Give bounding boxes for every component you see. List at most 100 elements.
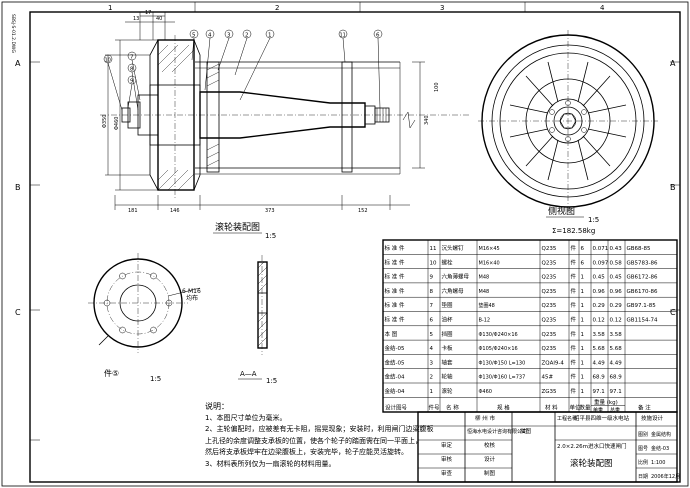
bom-cell-uw: 0.45 [593,275,606,281]
bom-cell-name: 滚轮 [442,387,454,395]
row-label-c-right: C [670,308,676,317]
part5-scale: 1:5 [150,375,161,383]
dim-bottom-181: 181 [128,208,138,214]
bom-header-qty: 数量 [580,403,592,411]
bom-cell-tw: 0.45 [610,275,623,281]
bom-cell-tw: 3.58 [610,332,623,338]
bom-cell-tw: 0.12 [610,318,622,324]
inner-frame [29,11,681,483]
svg-text:2: 2 [245,33,249,39]
bom-cell-material: Q235 [542,289,557,295]
bom-cell-uw: 3.58 [593,332,606,338]
bom-cell-code: 金结-04 [385,387,405,395]
bom-cell-material: Q235 [542,346,557,352]
bom-cell-material: Q235 [542,318,557,324]
bom-cell-spec: B-12 [479,318,491,324]
notes-block: 说明： 1、本图尺寸单位为毫米。 2、主轮偏配时，应被差有无卡阻，摇晃现象；安装… [205,401,525,470]
bom-cell-name: 卡板 [442,344,454,352]
holes-note: 6-M16 [182,288,201,295]
bom-cell-spec: Φ130/Φ240×16 [479,332,518,338]
bom-cell-material: Q235 [542,275,557,281]
bom-cell-name: 螺栓 [442,258,454,266]
bom-cell-uw: 0.071 [593,246,609,252]
bom-cell-std: GB68-85 [627,246,652,252]
bom-cell-tw: 0.29 [610,303,623,309]
row-label-c: C [15,308,21,317]
bom-cell-spec: M48 [479,275,490,281]
bom-cell-unit: 件 [571,373,577,381]
margin-note: SBSJ-S-01.2.DWG [10,14,16,53]
svg-text:7: 7 [130,55,134,61]
bom-cell-qty: 1 [581,389,585,395]
dim-top-13: 13 [133,16,139,22]
role-3: 审查 [441,469,453,477]
bom-cell-code: 标 准 件 [385,273,405,281]
drawing-title-line2: 滚轮装配图 [570,458,613,469]
bom-cell-qty: 1 [581,332,585,338]
meta-value: 金属结构 [651,431,671,438]
bom-cell-name: 六角螺母 [442,287,465,295]
section-scale: 1:5 [266,377,277,385]
bom-cell-material: ZQAl9-4 [542,360,565,366]
meta-value: 金结-03 [651,445,669,452]
note-line-5: 3、材料表所列仅为一扇滚轮的材料用量。 [205,459,336,468]
col-label-1: 1 [108,4,112,12]
bom-cell-no: 10 [430,260,437,266]
role-2: 审核 [441,455,453,463]
bom-cell-unit: 件 [571,301,577,309]
bom-cell-material: ZG35 [542,389,558,395]
bom-cell-material: 45# [542,375,554,381]
bom-cell-code: 标 准 件 [385,258,405,266]
svg-text:11: 11 [340,33,346,39]
roller-assembly-view [100,12,470,210]
bom-cell-qty: 6 [581,260,585,266]
side-view-title: 侧视图 [548,205,575,217]
meta-value: 1:100 [651,460,665,466]
bom-cell-code: 标 准 件 [385,244,405,252]
bom-cell-name: 挡圈 [442,330,454,338]
assembly-scale: 1:5 [265,232,276,240]
balloon-11: 11 [338,29,348,39]
bom-header-material: 材 料 [545,403,558,411]
bom-cell-tw: 97.1 [610,389,622,395]
bom-cell-name: 轴套 [442,358,454,366]
part5-title: 件⑤ [104,368,119,378]
bom-cell-spec: 垫圈48 [479,302,495,309]
bom-cell-code: 金结-05 [385,358,405,366]
bom-cell-name: 沉头螺钉 [442,244,465,252]
role-7: 描图 [520,427,532,435]
bom-cell-name: 垫圈 [442,301,454,309]
row-label-a: A [15,59,21,68]
bom-cell-spec: M48 [479,289,490,295]
bom-cell-spec: Φ105/Φ240×16 [479,346,518,352]
bom-cell-uw: 5.68 [593,346,606,352]
role-4: 校核 [484,441,496,449]
bom-cell-name: 六角薄螺母 [442,273,470,281]
bom-cell-qty: 1 [581,289,585,295]
bom-cell-name: 轮轴 [442,373,454,381]
bom-cell-qty: 1 [581,346,585,352]
balloon-3: 3 [224,29,234,39]
bom-cell-unit: 件 [571,287,577,295]
bom-header-name: 名 称 [446,403,459,411]
bom-cell-no: 8 [430,289,434,295]
svg-text:3: 3 [227,33,231,39]
side-view-scale: 1:5 [588,216,599,224]
bom-cell-no: 6 [430,318,434,324]
section-aa-view [257,255,268,355]
section-title: A—A [240,370,257,378]
svg-text:4: 4 [208,33,212,39]
bom-cell-uw: 68.9 [593,375,606,381]
bom-cell-spec: M16×40 [479,260,500,266]
col-label-4: 4 [600,4,605,12]
title-block [417,411,678,483]
bom-cell-std: GB6170-86 [627,289,659,295]
project-name: 昭平县四维一级水电站 [574,414,630,422]
bom-cell-name: 油杯 [442,316,454,324]
bom-cell-spec: Φ460 [479,389,492,395]
bom-cell-code: 金结-05 [385,344,405,352]
meta-key: 比例 [638,459,648,466]
